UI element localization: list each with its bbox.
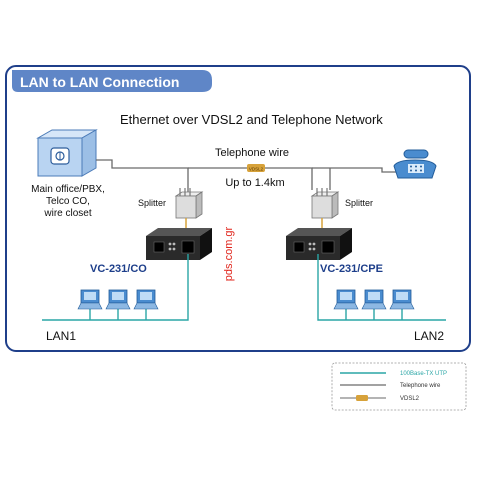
telephone-wire	[96, 159, 400, 192]
lan1-utp-wiring	[42, 254, 189, 321]
vc231-co-device	[146, 228, 212, 260]
lan1-pc-icon	[105, 289, 131, 310]
legend-vdsl-label: VDSL2	[400, 396, 420, 402]
header-title: LAN to LAN Connection	[20, 74, 179, 90]
splitter-left-label: Splitter	[138, 198, 166, 208]
main-office-line3: wire closet	[43, 208, 91, 219]
legend-vdsl-tag	[356, 395, 368, 401]
lan2-label: LAN2	[414, 329, 444, 343]
main-office-line2: Telco CO,	[46, 196, 90, 207]
main-office-line1: Main office/PBX,	[31, 184, 105, 195]
vdsl2-tag: VDSL2	[247, 164, 265, 172]
legend-utp-label: 100Base-TX UTP	[400, 371, 447, 377]
telephone-wire-label: Telephone wire	[215, 147, 289, 159]
header-tab	[12, 70, 212, 92]
splitter-left-icon	[174, 188, 204, 219]
vc231-co-label: VC-231/CO	[90, 263, 147, 275]
lan1-label: LAN1	[46, 329, 76, 343]
legend: 100Base-TX UTP Telephone wire VDSL2	[331, 362, 467, 411]
diagram-subtitle: Ethernet over VDSL2 and Telephone Networ…	[120, 112, 383, 127]
splitter-right-icon	[310, 188, 340, 219]
outer-frame	[5, 65, 471, 352]
lan2-pc-icon	[361, 289, 387, 310]
lan1-pc-icon	[133, 289, 159, 310]
lan1-pc-icon	[77, 289, 103, 310]
distance-label: Up to 1.4km	[225, 177, 284, 189]
vc231-cpe-label: VC-231/CPE	[320, 263, 383, 275]
main-office-icon	[36, 129, 98, 177]
lan2-utp-wiring	[317, 254, 446, 321]
vc231-cpe-device	[286, 228, 352, 260]
vdsl2-tag-label: VDSL2	[249, 167, 264, 172]
telephone-icon	[393, 149, 437, 179]
watermark: pds.com.gr	[223, 226, 235, 281]
lan2-pc-icon	[333, 289, 359, 310]
legend-phone-label: Telephone wire	[400, 383, 441, 389]
lan2-pc-icon	[389, 289, 415, 310]
splitter-right-label: Splitter	[345, 198, 373, 208]
